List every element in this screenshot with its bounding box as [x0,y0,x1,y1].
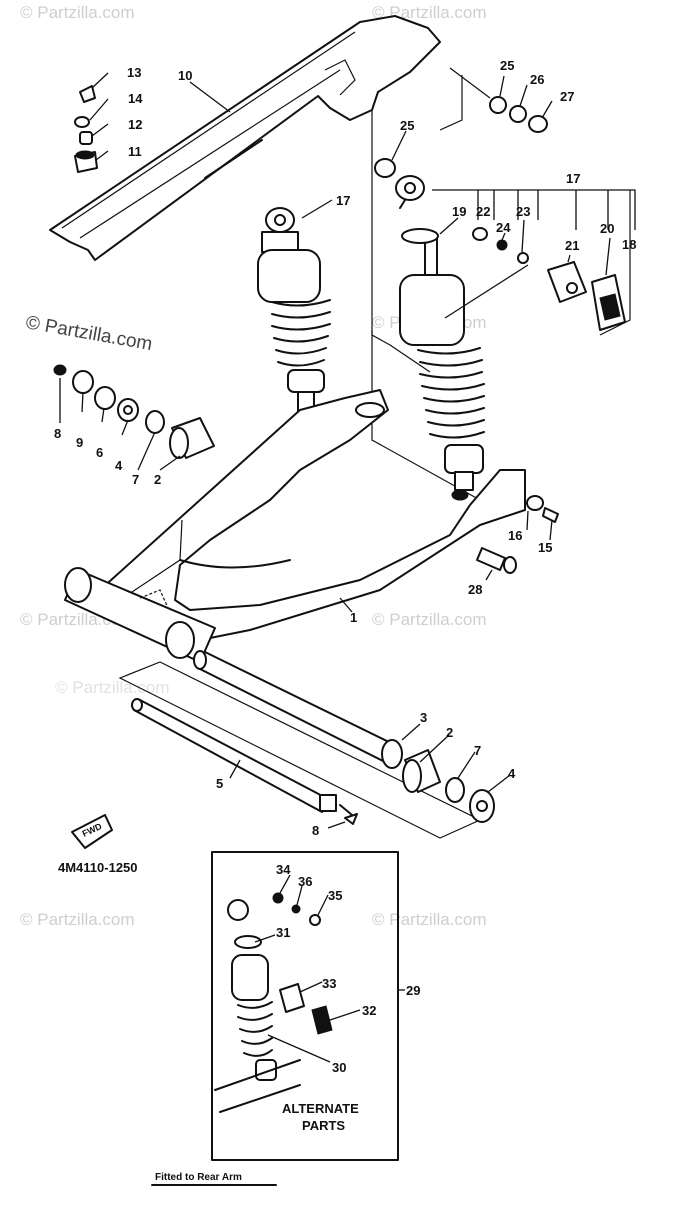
watermark-dark: © Partzilla.com [24,312,154,355]
callout-8: 8 [312,823,319,838]
callout-7: 7 [474,743,481,758]
callout-20: 20 [600,221,614,236]
callout-25: 25 [500,58,514,73]
watermark: © Partzilla.com [372,910,487,929]
diagram-code: 4M4110-1250 [58,860,138,875]
callout-18: 18 [622,237,636,252]
callout-32: 32 [362,1003,376,1018]
callout-15: 15 [538,540,552,555]
callout-9: 9 [76,435,83,450]
footnote: Fitted to Rear Arm [155,1172,242,1183]
callout-17: 17 [566,171,580,186]
shock-lower-bolts [476,495,559,574]
callout-17: 17 [336,193,350,208]
callout-16: 16 [508,528,522,543]
callout-24: 24 [496,220,511,235]
chain-case-fasteners [74,85,98,173]
callout-1: 1 [350,610,357,625]
leader-lines [59,72,636,1063]
callout-13: 13 [127,65,141,80]
forward-arrow-icon: FWD [71,814,113,849]
callout-28: 28 [468,582,482,597]
callout-35: 35 [328,888,342,903]
callout-23: 23 [516,204,530,219]
callout-4: 4 [508,766,516,781]
callout-33: 33 [322,976,336,991]
callout-8: 8 [54,426,61,441]
callout-14: 14 [128,91,143,106]
callout-27: 27 [560,89,574,104]
callout-22: 22 [476,204,490,219]
pivot-shafts [118,650,482,839]
callout-21: 21 [565,238,579,253]
callout-numbers: 10 13 14 12 11 17 25 26 27 25 17 19 22 2… [54,58,636,1075]
callout-31: 31 [276,925,290,940]
alternate-parts-panel: ALTERNATE PARTS [211,851,399,1161]
callout-29: 29 [406,983,420,998]
callout-3: 3 [420,710,427,725]
callout-34: 34 [276,862,291,877]
callout-7: 7 [132,472,139,487]
rear-shock-left [257,207,331,415]
alternate-parts-label: ALTERNATE [282,1101,359,1116]
callout-2: 2 [154,472,161,487]
watermark: © Partzilla.com [20,910,135,929]
callout-10: 10 [178,68,192,83]
callout-26: 26 [530,72,544,87]
callout-25: 25 [400,118,414,133]
watermark: © Partzilla.com [372,610,487,629]
pivot-tube [64,567,216,663]
right-pivot-hardware [344,749,495,825]
callout-11: 11 [128,144,142,159]
alternate-parts-label: PARTS [302,1118,345,1133]
callout-5: 5 [216,776,223,791]
callout-4: 4 [115,458,123,473]
chain-case [49,15,441,261]
callout-6: 6 [96,445,103,460]
callout-30: 30 [332,1060,346,1075]
callout-12: 12 [128,117,142,132]
watermark: © Partzilla.com [20,3,135,22]
callout-36: 36 [298,874,312,889]
watermark: © Partzilla.com [55,678,170,697]
top-shock-hardware [374,96,626,331]
rear-shock-right [395,175,485,491]
callout-19: 19 [452,204,466,219]
callout-2: 2 [446,725,453,740]
